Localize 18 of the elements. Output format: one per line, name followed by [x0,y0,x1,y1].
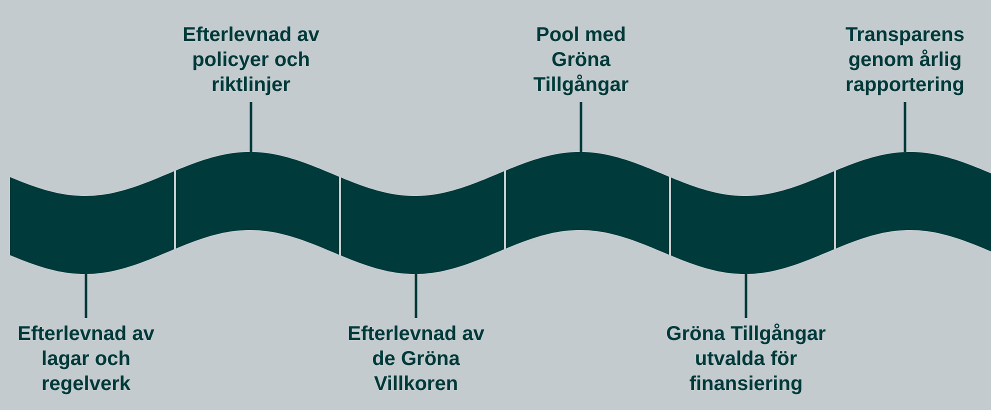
ribbon-segment [506,152,669,255]
timeline-label: Efterlevnad av lagar och regelverk [11,322,161,397]
timeline-label: Pool med Gröna Tillgångar [518,23,644,98]
timeline-label: Efterlevnad av de Gröna Villkoren [341,322,491,397]
leader-line [250,102,252,152]
ribbon-segment [836,152,991,252]
timeline-label: Gröna Tillgångar utvalda för finansiering [654,322,838,397]
timeline-label: Transparens genom årlig rapportering [830,23,980,98]
leader-line [580,102,582,152]
leader-line [84,274,88,318]
leader-line [904,102,906,152]
timeline-label: Efterlevnad av policyer och riktlinjer [176,23,326,98]
ribbon-segment [341,171,504,274]
ribbon-segment [671,171,834,274]
ribbon-segment [176,152,339,255]
leader-line [414,274,418,318]
ribbon-segment [10,171,174,274]
leader-line [744,274,748,318]
